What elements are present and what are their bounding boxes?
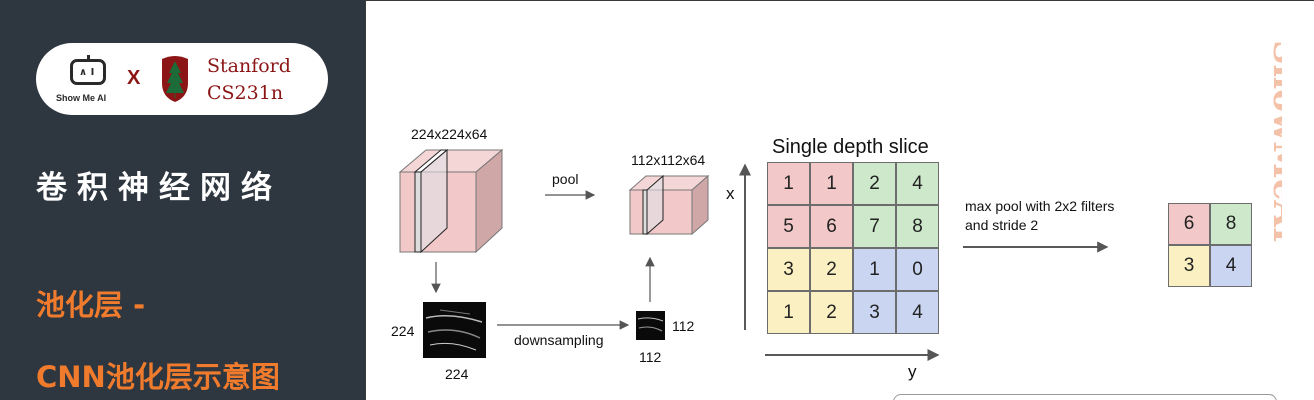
slice-image-large (423, 302, 486, 358)
slice-cell: 1 (767, 162, 810, 205)
cross-symbol: X (127, 67, 141, 89)
slice-cell: 1 (853, 248, 896, 291)
slice-cell: 3 (853, 291, 896, 334)
figure-frame (365, 0, 1314, 400)
pooled-cell: 6 (1168, 203, 1210, 245)
course-label: CS231n (207, 82, 284, 104)
showmeai-watermark: ShowMeAI (1265, 40, 1282, 243)
stanford-label: Stanford (207, 55, 291, 77)
subtitle-line-2: CNN池化层示意图 (36, 360, 280, 394)
sidebar-panel: ∧ I Show Me AI X Stanford CS231n 卷积神经网络 … (0, 0, 365, 400)
slice-cell: 4 (896, 162, 939, 205)
showmeai-logo-text: Show Me AI (56, 93, 107, 103)
page-title: 卷积神经网络 (36, 170, 282, 206)
axis-y-label: y (908, 362, 917, 381)
caption-line-1: max pool with 2x2 filters (965, 198, 1115, 214)
slice-cell: 7 (853, 205, 896, 248)
slice-height-label: 224 (391, 323, 415, 339)
watermark-text: ShowMeAI (1265, 40, 1282, 243)
slice-cell: 1 (767, 291, 810, 334)
caption-line-2: and stride 2 (965, 217, 1039, 233)
output-volume-cube (628, 174, 710, 236)
slice-title: Single depth slice (772, 136, 929, 158)
slice-cell: 2 (853, 162, 896, 205)
slice-cell: 4 (896, 291, 939, 334)
downsampling-label: downsampling (514, 332, 604, 348)
slice-cell: 8 (896, 205, 939, 248)
small-height-label: 112 (672, 318, 695, 334)
bottom-panel (893, 394, 1277, 400)
stanford-seal-icon (162, 56, 188, 102)
slice-cell: 2 (810, 291, 853, 334)
logo-card: ∧ I Show Me AI X Stanford CS231n (36, 43, 328, 115)
slice-cell: 6 (810, 205, 853, 248)
slice-cell: 5 (767, 205, 810, 248)
pooled-cell: 4 (1210, 245, 1252, 287)
pooled-cell: 8 (1210, 203, 1252, 245)
subtitle-line-1: 池化层 - (36, 288, 146, 322)
output-volume-label: 112x112x64 (631, 152, 706, 168)
slice-image-small (636, 311, 665, 340)
slice-cell: 0 (896, 248, 939, 291)
axis-x-label: x (726, 184, 735, 203)
robot-icon: ∧ I (70, 55, 106, 85)
slice-cell: 3 (767, 248, 810, 291)
slice-width-label: 224 (445, 366, 469, 382)
robot-eyes: ∧ I (79, 67, 95, 78)
small-width-label: 112 (639, 349, 662, 365)
pooled-cell: 3 (1168, 245, 1210, 287)
input-volume-cube (398, 148, 504, 254)
slice-cell: 2 (810, 248, 853, 291)
pool-label: pool (552, 171, 579, 187)
input-volume-label: 224x224x64 (411, 126, 488, 142)
slice-cell: 1 (810, 162, 853, 205)
